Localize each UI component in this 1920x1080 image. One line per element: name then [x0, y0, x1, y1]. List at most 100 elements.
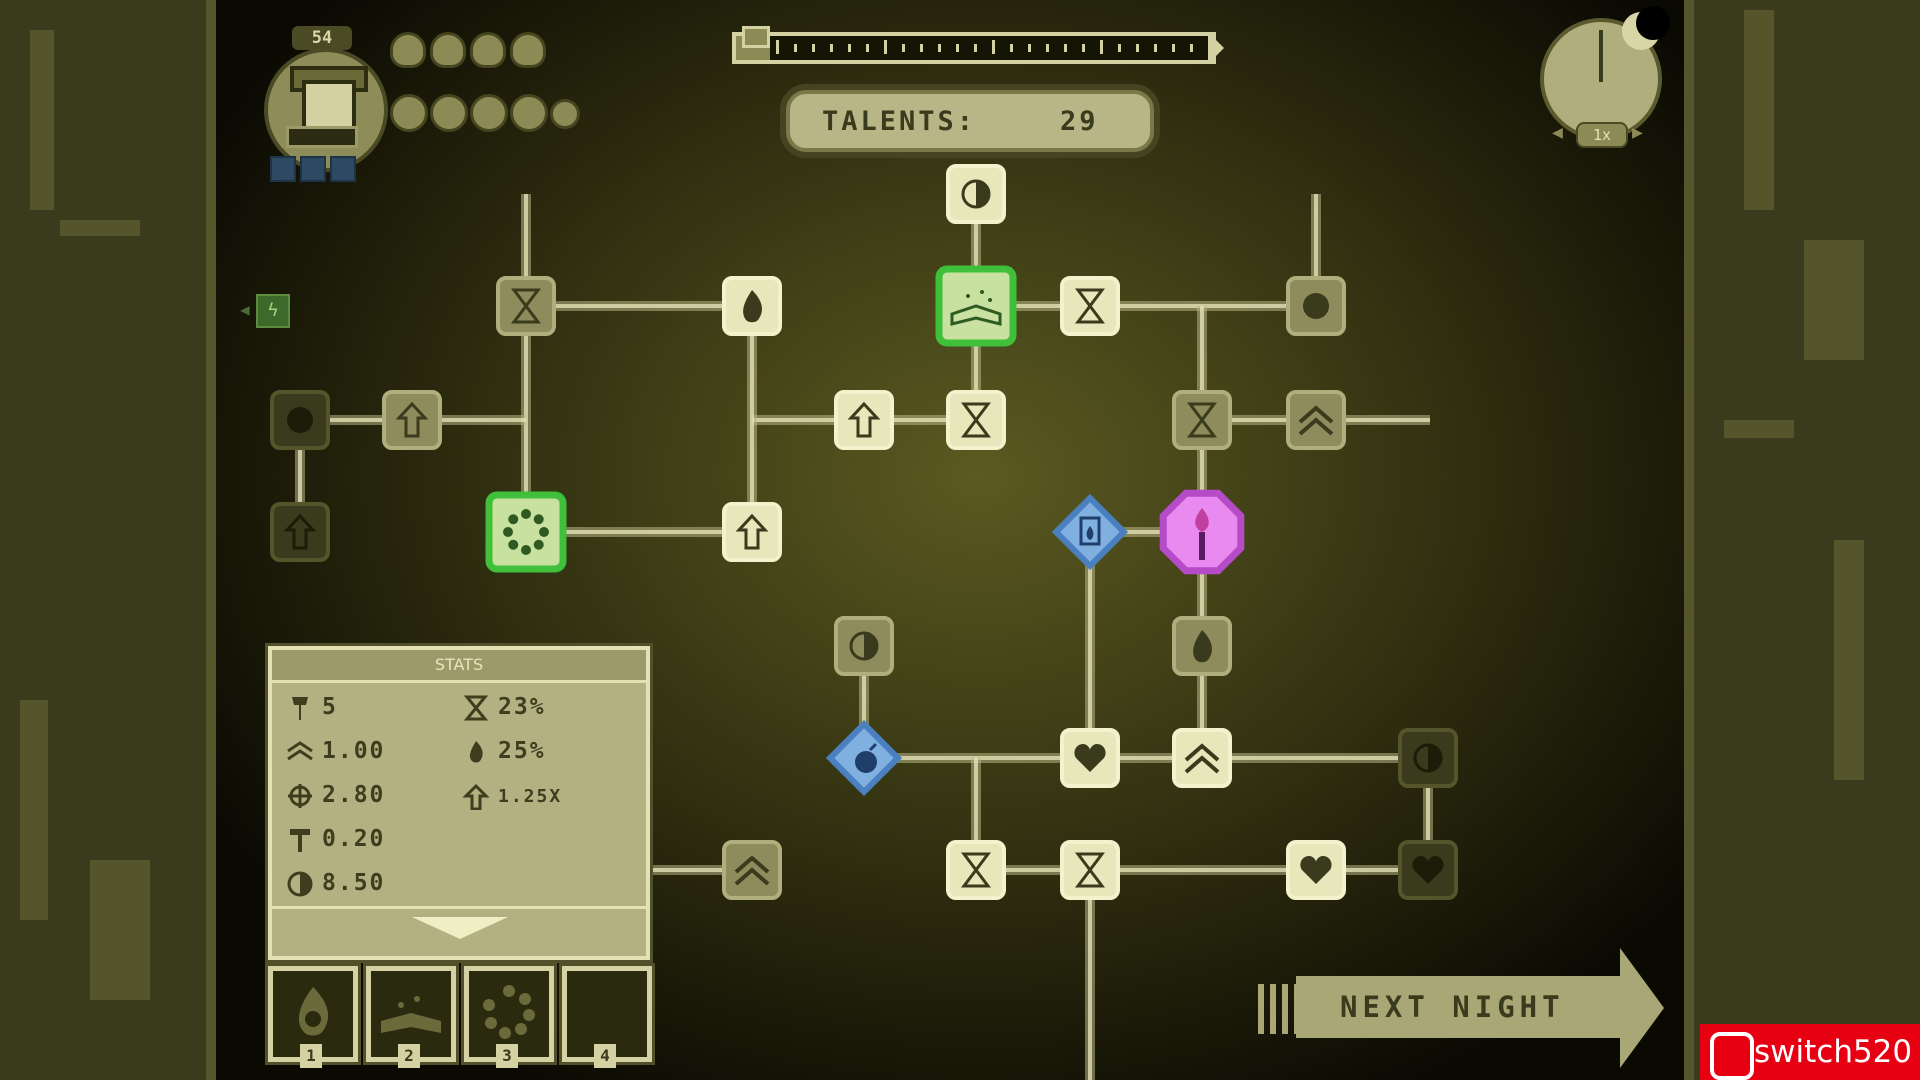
progress-end-icon — [1208, 32, 1224, 64]
heart-icon — [470, 32, 506, 68]
orb-icon — [510, 94, 548, 132]
left-border-panel — [0, 0, 216, 1080]
talent-nodes — [270, 164, 1458, 900]
xp-bar — [286, 126, 358, 148]
vine-decoration — [1724, 420, 1794, 438]
chevron-left-icon: ◀ — [240, 300, 250, 319]
orb-icon — [390, 94, 428, 132]
hammer-icon — [286, 827, 314, 853]
chevron-down-icon — [412, 917, 508, 939]
lightning-icon[interactable]: ϟ — [256, 294, 290, 328]
flame-icon — [298, 987, 329, 1036]
talent-node-heart[interactable] — [1286, 840, 1346, 900]
talent-node-half-moon[interactable] — [834, 616, 894, 676]
stat-speed: 1.00 — [286, 738, 385, 770]
orb-icon — [287, 407, 313, 433]
speed-decrease-icon[interactable]: ◀ — [1552, 122, 1563, 143]
stat-damage: 5 — [286, 694, 338, 726]
stats-expand-button[interactable] — [272, 906, 646, 955]
talent-node-bomb[interactable] — [825, 719, 903, 797]
talents-counter: TALENTS: 29 — [786, 90, 1154, 152]
hourglass-icon — [961, 402, 991, 438]
axe-icon — [286, 695, 314, 721]
stat-multiplier: 1.25X — [462, 783, 562, 816]
talent-node-lantern[interactable] — [1051, 493, 1129, 571]
half-moon-icon — [286, 871, 314, 897]
heart-icon — [1074, 744, 1106, 772]
buff-slot — [330, 156, 356, 182]
level-badge: 54 — [292, 26, 352, 50]
talent-node-hourglass[interactable] — [1060, 840, 1120, 900]
vine-decoration — [30, 30, 54, 210]
vine-decoration — [60, 220, 140, 236]
arrow-right-icon[interactable] — [1620, 948, 1664, 1068]
talent-node-arrow-up[interactable] — [834, 390, 894, 450]
talents-label: TALENTS: — [822, 106, 977, 137]
torch-icon — [1195, 508, 1209, 560]
arrow-up-icon — [462, 783, 490, 811]
hourglass-icon — [961, 852, 991, 888]
talent-node-hourglass[interactable] — [946, 840, 1006, 900]
talents-value: 29 — [1060, 106, 1099, 137]
talent-node-arrow-up[interactable] — [722, 502, 782, 562]
buff-slot — [270, 156, 296, 182]
chevrons-up-icon — [734, 855, 770, 886]
talent-node-chevrons-up[interactable] — [1172, 728, 1232, 788]
orb-icon — [1303, 293, 1329, 319]
player-portrait[interactable] — [264, 48, 388, 172]
flame-icon — [743, 290, 762, 323]
talent-node-chevrons-up[interactable] — [722, 840, 782, 900]
talent-node-hourglass[interactable] — [496, 276, 556, 336]
talent-node-flame[interactable] — [1172, 616, 1232, 676]
arrow-up-icon — [283, 513, 317, 550]
talent-node-chevrons-up[interactable] — [1286, 390, 1346, 450]
hourglass-icon — [511, 288, 541, 324]
talent-node-torch[interactable] — [1159, 489, 1245, 575]
talent-node-ring[interactable] — [485, 491, 567, 573]
talent-node-hourglass[interactable] — [946, 390, 1006, 450]
talent-node-arrow-up[interactable] — [382, 390, 442, 450]
ring-icon — [503, 509, 549, 555]
ring-icon — [483, 985, 535, 1039]
slot-number: 2 — [398, 1044, 420, 1068]
next-night-label: NEXT NIGHT — [1340, 990, 1565, 1024]
speed-increase-icon[interactable]: ▶ — [1632, 122, 1643, 143]
talent-node-hourglass[interactable] — [1172, 390, 1232, 450]
speed-indicator[interactable]: 1x — [1576, 122, 1628, 148]
progress-marker-icon — [742, 26, 770, 48]
stats-title: STATS — [272, 650, 646, 683]
crosshair-icon — [286, 783, 314, 809]
hourglass-icon — [1187, 402, 1217, 438]
stat-range: 2.80 — [286, 782, 385, 814]
next-night-button[interactable]: NEXT NIGHT — [1296, 976, 1624, 1038]
bomb-icon — [855, 742, 878, 773]
talent-node-half-moon[interactable] — [1398, 728, 1458, 788]
talent-node-orb[interactable] — [270, 390, 330, 450]
vine-decoration — [90, 860, 150, 1000]
stat-cooldown: 23% — [462, 694, 546, 726]
flame-icon — [1193, 630, 1212, 663]
chevrons-up-icon — [1184, 743, 1220, 774]
vine-decoration — [1804, 240, 1864, 360]
half-moon-icon — [961, 179, 991, 209]
talent-node-book[interactable] — [935, 265, 1017, 347]
talent-node-hourglass[interactable] — [1060, 276, 1120, 336]
talent-node-heart[interactable] — [1398, 840, 1458, 900]
night-progress-bar — [732, 26, 1216, 64]
talent-node-arrow-up[interactable] — [270, 502, 330, 562]
talent-node-orb[interactable] — [1286, 276, 1346, 336]
chevrons-up-icon — [1298, 405, 1334, 436]
talent-node-half-moon[interactable] — [946, 164, 1006, 224]
hourglass-icon — [1075, 288, 1105, 324]
switch-logo-icon — [1710, 1032, 1754, 1080]
talent-node-flame[interactable] — [722, 276, 782, 336]
talent-node-heart[interactable] — [1060, 728, 1120, 788]
orb-icon — [550, 99, 580, 129]
half-moon-icon — [1413, 743, 1443, 773]
arrow-up-icon — [847, 401, 881, 438]
half-moon-icon — [849, 631, 879, 661]
vine-decoration — [1744, 10, 1774, 210]
heart-icon — [430, 32, 466, 68]
clock-hand — [1599, 30, 1603, 82]
